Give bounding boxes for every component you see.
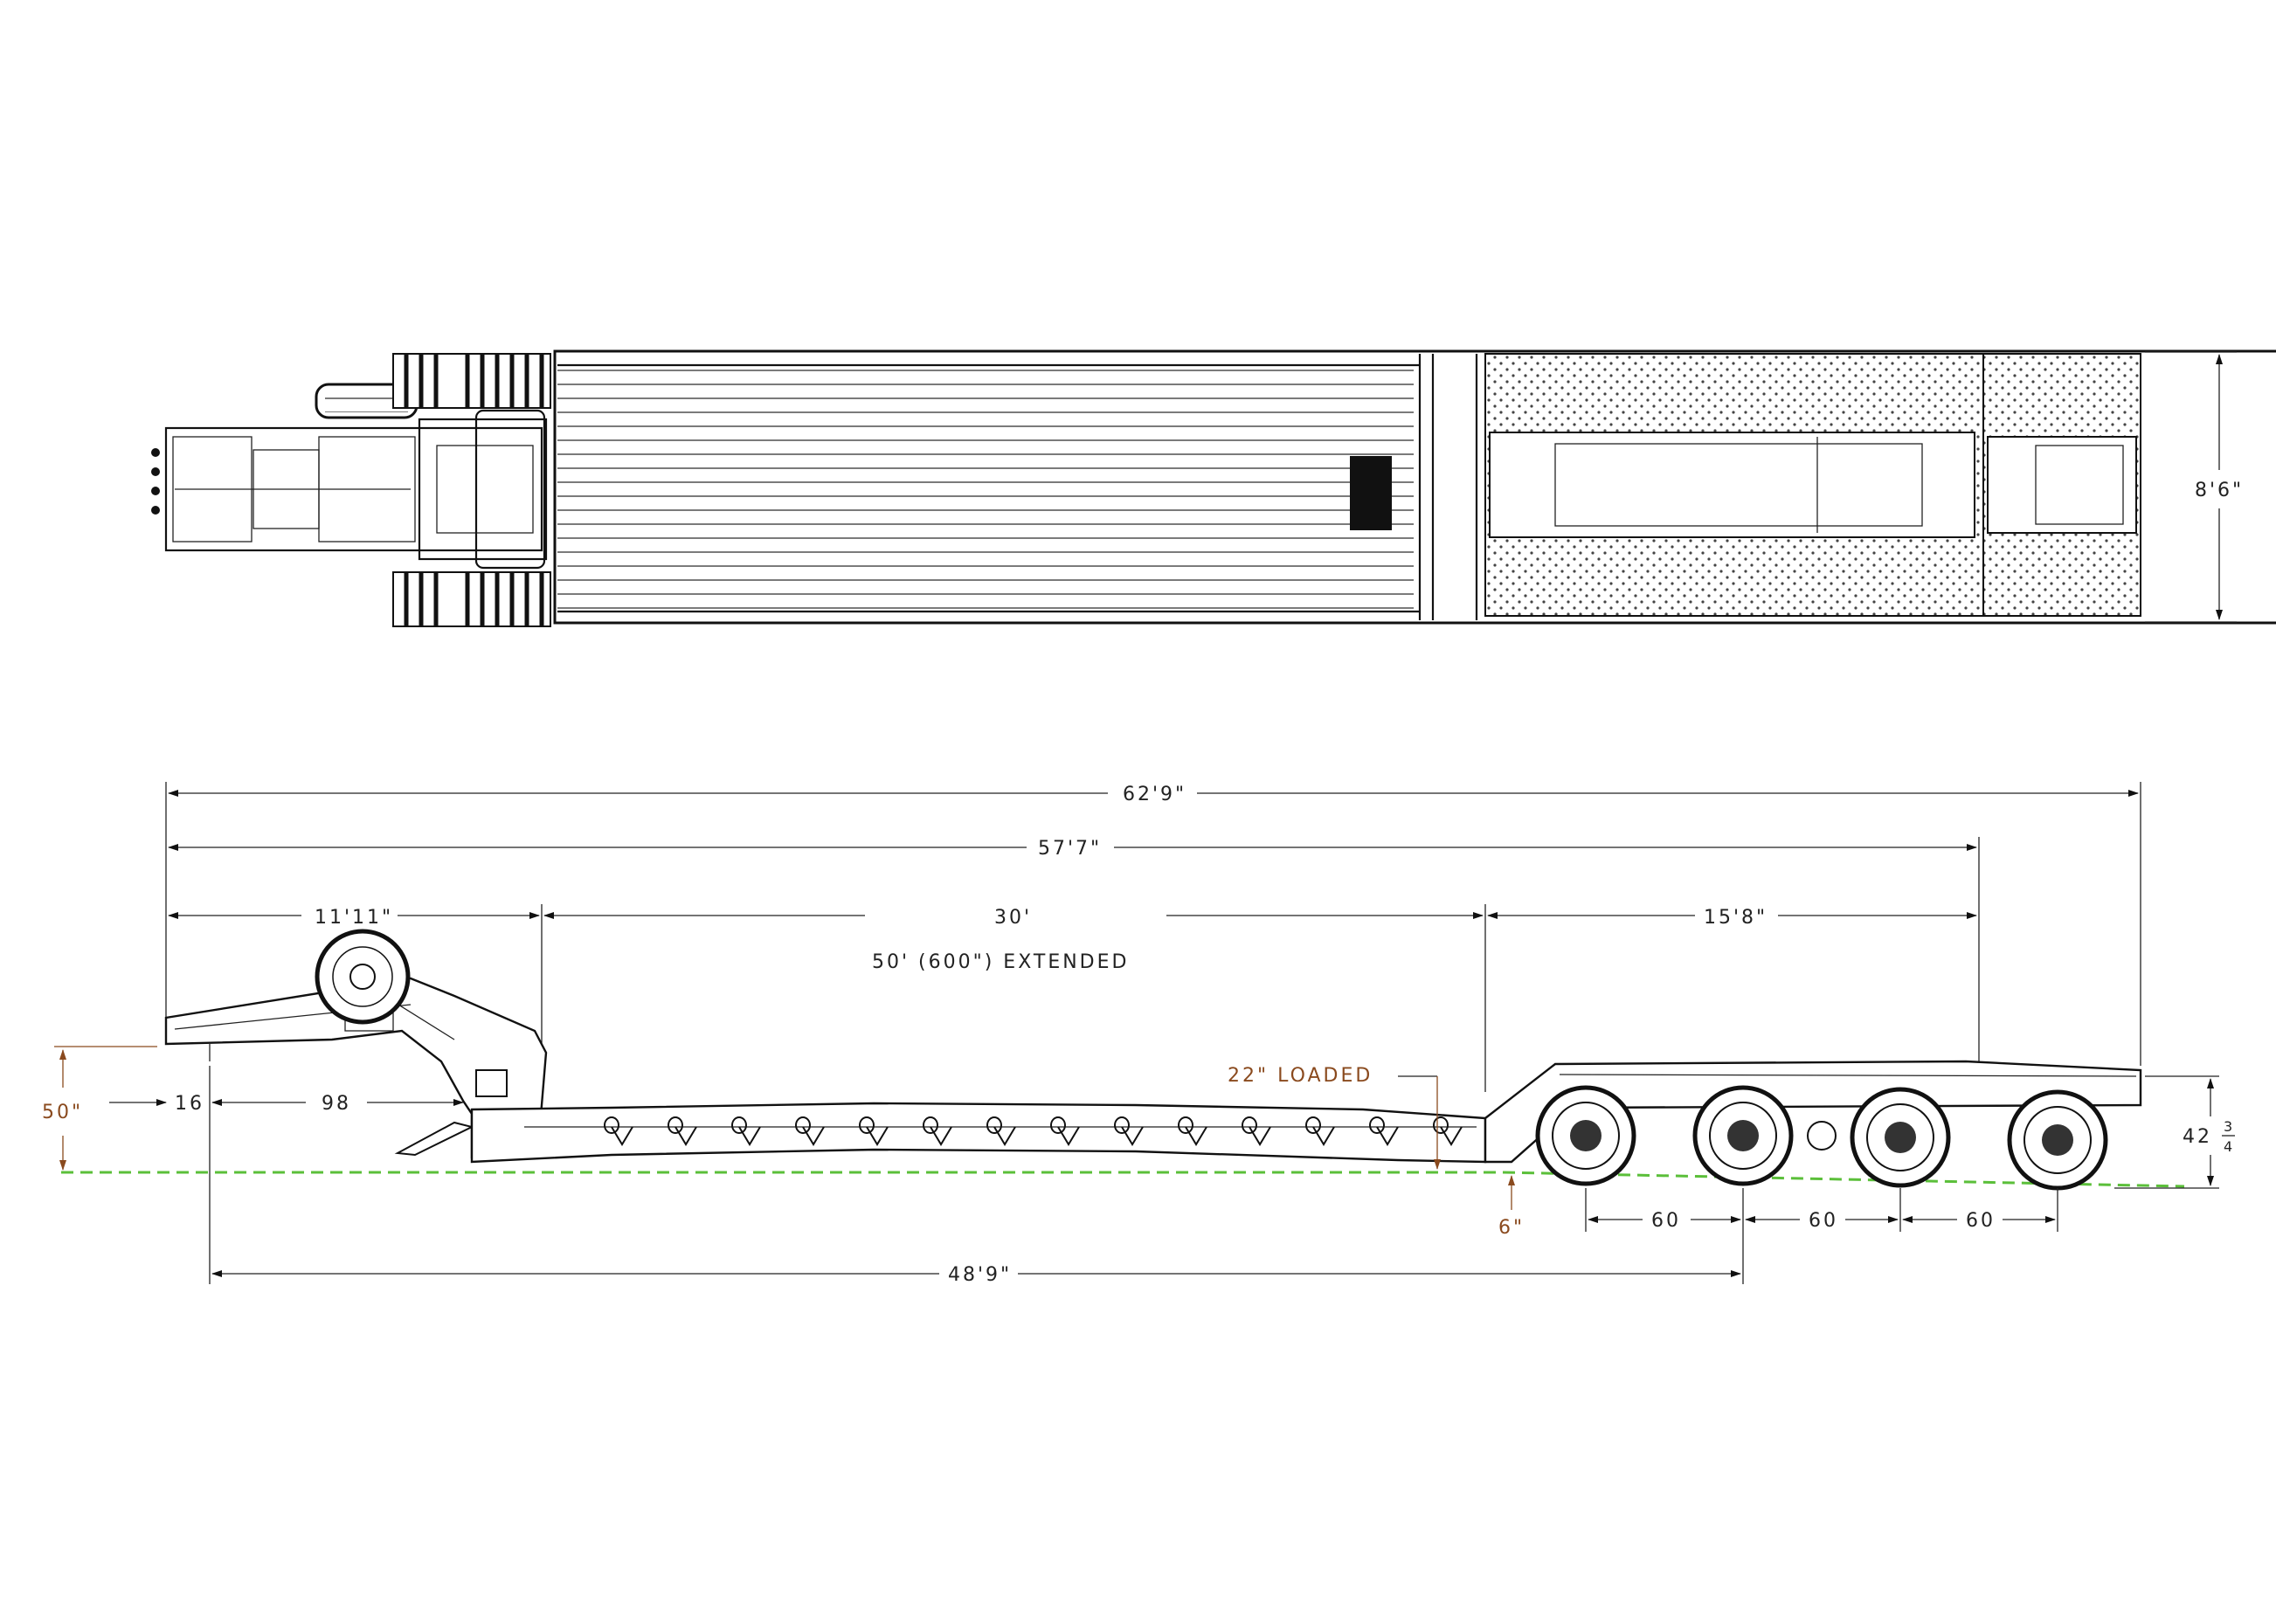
dim-deck-extended: 50' (600") EXTENDED xyxy=(872,951,1129,973)
main-deck-plan xyxy=(553,349,2276,625)
dim-width: 8'6" xyxy=(2195,480,2244,501)
dim-length-57: 57'7" xyxy=(1038,838,1102,860)
dim-kingpin-to-axle: 48'9" xyxy=(948,1264,1012,1286)
gooseneck-plan xyxy=(164,426,543,552)
dim-gooseneck-inner: 98 xyxy=(322,1093,351,1115)
spare-tire-side xyxy=(315,929,411,1025)
dim-rear-length: 15'8" xyxy=(1704,907,1768,929)
dim-gooseneck-length: 11'11" xyxy=(315,907,393,929)
dim-rear-height: 42 xyxy=(2183,1126,2212,1148)
dim-axle-spacing-3: 60 xyxy=(1966,1210,1996,1232)
dim-rear-height-num: 3 xyxy=(2224,1118,2232,1135)
dim-front-height: 50" xyxy=(42,1102,83,1123)
dim-deck-length: 30' xyxy=(994,907,1032,929)
dim-axle-spacing-2: 60 xyxy=(1809,1210,1838,1232)
rear-wheels xyxy=(1535,1085,2108,1191)
dim-kingpin-offset: 16 xyxy=(175,1093,204,1115)
deck-side xyxy=(470,1102,1487,1164)
dim-ground-clearance: 6" xyxy=(1498,1217,1525,1239)
elevation-view: 62'9" 57'7" 11'11" 30' 15'8" 50' (600") … xyxy=(42,782,2235,1286)
dim-overall-length: 62'9" xyxy=(1123,784,1186,805)
dim-axle-spacing-1: 60 xyxy=(1651,1210,1681,1232)
dim-deck-loaded: 22" LOADED xyxy=(1228,1065,1373,1087)
dim-rear-height-den: 4 xyxy=(2224,1138,2232,1155)
plan-view: 8'6" xyxy=(151,349,2276,627)
deck-gussets xyxy=(604,1116,1463,1146)
rear-frame-side xyxy=(1484,1060,2142,1164)
